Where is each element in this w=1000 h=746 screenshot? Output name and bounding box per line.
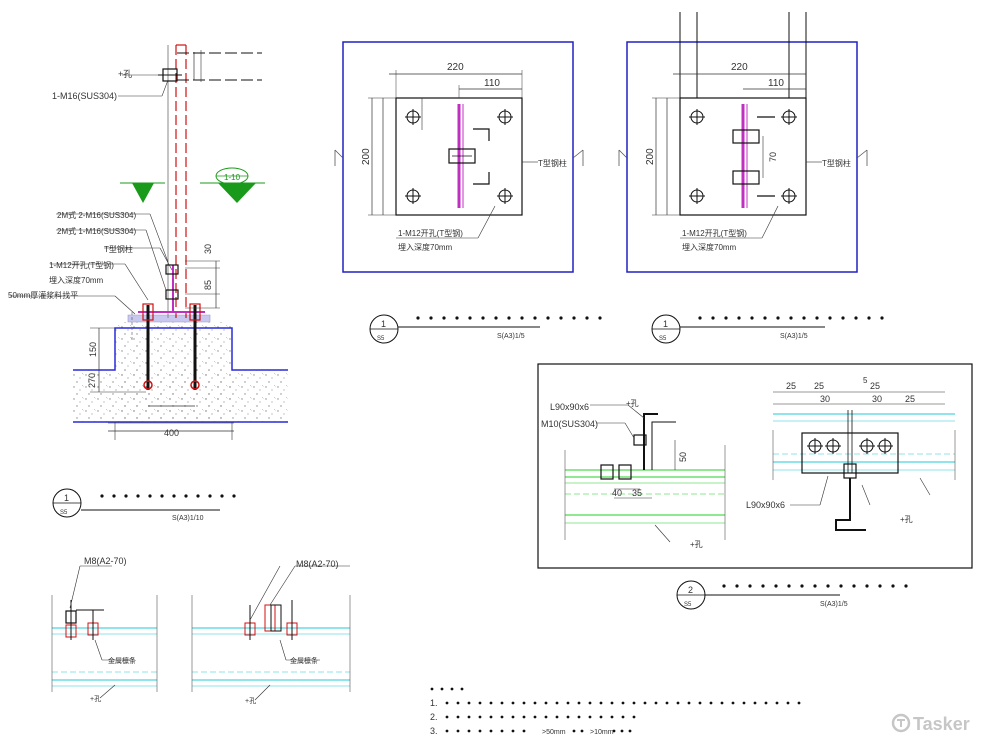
dim-25b: 25 [814,381,824,391]
dim-200b: 200 [645,148,656,165]
dim-25d: 25 [905,394,915,404]
dim-30: 30 [203,244,213,254]
watermark-text: Tasker [913,714,970,734]
dim-270: 270 [87,373,97,388]
section-tag-4 [676,580,840,610]
dim-110a: 110 [484,78,500,89]
note-3-value-a: >50mm [542,729,566,736]
label-l8: 50mm厚灌浆料找平 [8,290,78,300]
dot-line-1 [100,494,236,498]
label-l12: T型钢柱 [822,158,851,168]
dot-line-2 [416,316,602,320]
dot-line-3 [698,316,884,320]
label-l19: +孔 [690,540,703,549]
label-l17: L90x90x6 [746,500,785,510]
dim-85: 85 [203,280,213,290]
label-l11: 埋入深度70mm [398,242,453,252]
note-3-value-b: >10mm [590,729,614,736]
label-l10: 1-M12开孔(T型钢) [398,228,463,238]
tag3-sheet: S5 [659,336,667,342]
label-l16: M10(SUS304) [541,419,598,429]
label-l7: 埋入深度70mm [49,275,104,285]
tag2-num: 1 [381,319,386,329]
label-l13: 1-M12开孔(T型钢) [682,228,747,238]
notes-dots [430,687,801,733]
label-l14: 埋入深度70mm [682,242,737,252]
dot-line-4 [722,584,908,588]
label-l3: 2M式 2-M16(SUS304) [57,210,136,220]
dim-220a: 220 [447,62,464,73]
label-l26: +孔 [245,697,256,705]
dim-30d: 30 [872,394,882,404]
tag4-sheet: S5 [684,602,692,608]
label-l1: +孔 [118,69,132,79]
note-3: 3. [430,726,438,736]
label-l9: T型钢柱 [538,158,567,168]
dim-30c: 30 [820,394,830,404]
label-l22: M8(A2-70) [296,559,339,569]
note-1: 1. [430,698,438,708]
label-l6: 1-M12开孔(T型钢) [49,260,114,270]
label-l15: L90x90x6 [550,402,589,412]
section-tag-1 [52,488,220,518]
section-tag-2 [369,314,540,344]
dim-35: 35 [632,488,642,498]
dim-110b: 110 [768,78,784,89]
section-tag-3 [651,314,825,344]
watermark: Tasker [891,713,970,734]
tag4-scale: S(A3)1/5 [820,601,848,608]
detail-box-2 [537,363,973,569]
green-tag: 1-10 [224,173,241,182]
label-l25: +孔 [90,695,101,703]
purlin-detail-b [191,595,351,692]
section-1-elevation [10,44,288,440]
dim-25c: 25 [870,381,880,391]
dim-70: 70 [768,152,778,162]
tag1-num: 1 [64,493,69,503]
label-l21: M8(A2-70) [84,556,127,566]
tag3-num: 1 [663,319,668,329]
dim-5: 5 [863,376,868,385]
tag3-scale: S(A3)1/5 [780,333,808,340]
tag1-scale: S(A3)1/10 [172,515,204,522]
dim-200a: 200 [361,148,372,165]
dim-25a: 25 [786,381,796,391]
plan-view-2 [618,12,868,273]
label-l20: +孔 [900,515,913,524]
tag1-sheet: S5 [60,510,68,516]
dim-50: 50 [678,452,688,462]
tag2-sheet: S5 [377,336,385,342]
note-2: 2. [430,712,438,722]
label-l18: +孔 [626,399,639,408]
tag2-scale: S(A3)1/5 [497,333,525,340]
label-l2: 1-M16(SUS304) [52,91,117,101]
label-l4: 2M式 1-M16(SUS304) [57,226,136,236]
label-l24: 金属檩条 [290,656,318,665]
text-layer: +孔 1-M16(SUS304) 2M式 2-M16(SUS304) 2M式 1… [8,62,915,736]
dim-220b: 220 [731,62,748,73]
label-l23: 金属檩条 [108,656,136,665]
purlin-detail-a [51,595,158,692]
label-l5: T型钢柱 [104,244,133,254]
dim-150: 150 [88,342,98,357]
dim-400: 400 [164,428,179,438]
dim-40: 40 [612,488,622,498]
tag4-num: 2 [688,585,693,595]
plan-view-1 [334,41,584,273]
